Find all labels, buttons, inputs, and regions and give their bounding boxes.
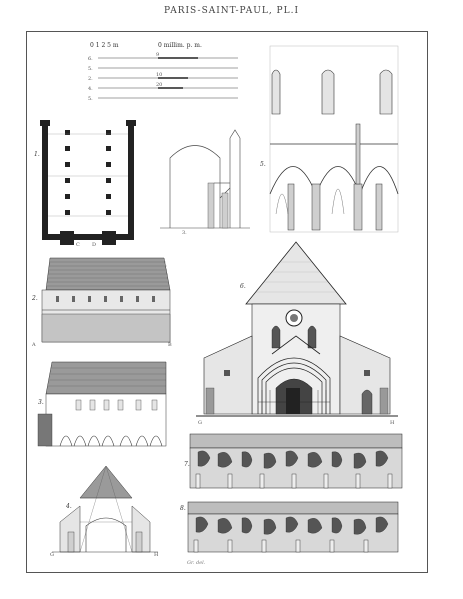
figure-interior-elevation: 5. <box>258 44 400 234</box>
plan-letter-d: D <box>92 242 96 248</box>
longitudinal-section-drawing: 3. <box>37 361 167 447</box>
longitudinal-section-number: 3. <box>38 399 44 406</box>
cross-section-drawing: 4. G H <box>50 465 159 558</box>
side-elevation-letter-a: A <box>32 342 36 348</box>
scale-tick-1: 9 <box>156 52 159 58</box>
scale-left-label: 0 1 2 5 m <box>90 42 119 49</box>
scale-row-2: 5. <box>88 66 93 72</box>
cross-section-number: 4. <box>65 503 72 510</box>
scale-drawing: 0 1 2 5 m 0 millim. p. m. 6. 5. 2. 4. 5.… <box>88 42 238 102</box>
plan-drawing: 1. C D <box>34 120 136 248</box>
plate-signature: Gr. del. <box>187 560 206 566</box>
scale-right-label: 0 millim. p. m. <box>158 42 202 49</box>
scale-row-1: 6. <box>88 56 93 62</box>
scale-row-5: 5. <box>88 96 93 102</box>
figure-plan: 1. C D <box>32 116 144 248</box>
facade-drawing: 6. G H <box>196 241 398 426</box>
plate-frame <box>26 31 428 573</box>
facade-number: 6. <box>240 283 246 290</box>
cross-section-letter-g: G <box>50 552 54 558</box>
figure-frieze-lower: 8. <box>180 500 402 558</box>
figure-frieze-upper: 7. <box>184 432 406 494</box>
scale-tick-2: 10 <box>156 72 162 78</box>
scale-row-4: 4. <box>88 86 93 92</box>
plan-letter-c: C <box>76 242 80 248</box>
figure-cross-section: 4. G H <box>46 462 164 558</box>
scale-row-3: 2. <box>88 76 93 82</box>
section-small-number: 3. <box>182 230 187 236</box>
plan-number: 1. <box>34 151 40 158</box>
side-elevation-drawing: 2. A B <box>32 257 172 348</box>
interior-elevation-number: 5. <box>260 161 266 168</box>
figure-longitudinal-section: 3. <box>32 358 174 454</box>
facade-letter-g: G <box>198 420 202 426</box>
plate-title: PARIS-SAINT-PAUL, PL.I <box>163 6 300 16</box>
frieze-upper-number: 7. <box>184 461 190 468</box>
section-small-drawing: 3. <box>160 129 250 236</box>
side-elevation-letter-b: B <box>168 342 172 348</box>
side-elevation-number: 2. <box>32 295 38 302</box>
scale-panel: 0 1 2 5 m 0 millim. p. m. 6. 5. 2. 4. 5.… <box>88 38 248 110</box>
cross-section-letter-h: H <box>154 552 159 558</box>
figure-section-small: 3. <box>160 128 252 236</box>
scale-tick-3: 20 <box>156 82 162 88</box>
interior-elevation-drawing: 5. <box>260 45 399 233</box>
figure-facade: 6. G H <box>196 238 398 428</box>
facade-letter-h: H <box>390 420 395 426</box>
frieze-lower-drawing: 8. <box>180 501 399 553</box>
figure-side-elevation: 2. A B <box>32 254 174 350</box>
frieze-upper-drawing: 7. <box>184 433 403 489</box>
frieze-lower-number: 8. <box>180 505 186 512</box>
